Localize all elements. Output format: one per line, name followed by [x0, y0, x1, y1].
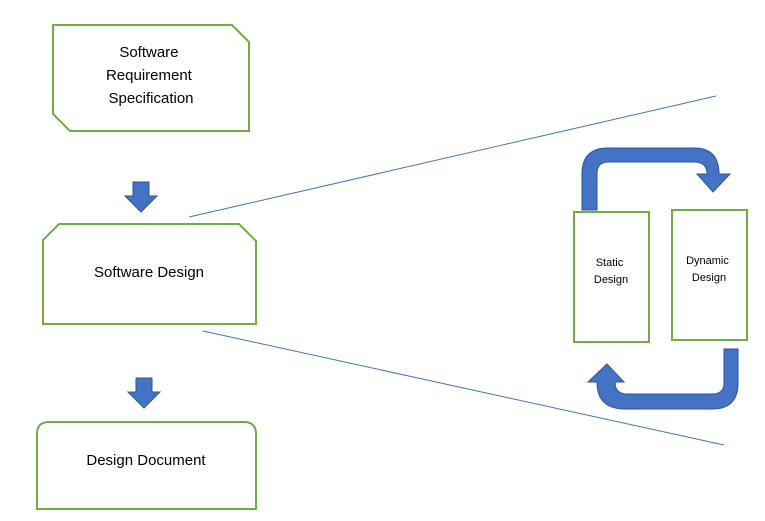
dynamic-design-label-line-2: Design	[692, 272, 726, 284]
cycle-arrow-bottom	[586, 348, 739, 410]
srs-label-line-2: Requirement	[106, 67, 193, 84]
static-design-box-shape	[573, 211, 650, 343]
software-design-box-shape	[42, 223, 257, 325]
down-arrow-2	[126, 377, 162, 409]
zoom-line-top	[188, 95, 717, 218]
static-design-label-line-1: Static	[596, 257, 624, 269]
dynamic-design-box: Dynamic Design	[671, 209, 748, 341]
dynamic-design-box-shape	[671, 209, 748, 341]
srs-box-shape	[52, 24, 250, 132]
dynamic-design-label: Dynamic Design	[686, 255, 732, 284]
srs-box: Software Requirement Specification	[52, 24, 250, 132]
srs-label-line-1: Software	[119, 44, 178, 61]
design-document-label: Design Document	[86, 452, 206, 469]
zoom-line-bottom	[202, 330, 725, 446]
srs-label: Software Requirement Specification	[106, 44, 196, 107]
dynamic-design-label-line-1: Dynamic	[686, 255, 729, 267]
software-design-box: Software Design	[42, 223, 257, 325]
static-design-box: Static Design	[573, 211, 650, 343]
software-design-label: Software Design	[94, 264, 204, 281]
srs-label-line-3: Specification	[108, 90, 193, 107]
cycle-arrow-top	[581, 147, 732, 211]
static-design-label-line-2: Design	[594, 274, 628, 286]
design-document-box-shape	[36, 421, 257, 510]
down-arrow-1	[123, 181, 159, 213]
static-design-label: Static Design	[594, 257, 628, 286]
design-document-box: Design Document	[36, 421, 257, 510]
